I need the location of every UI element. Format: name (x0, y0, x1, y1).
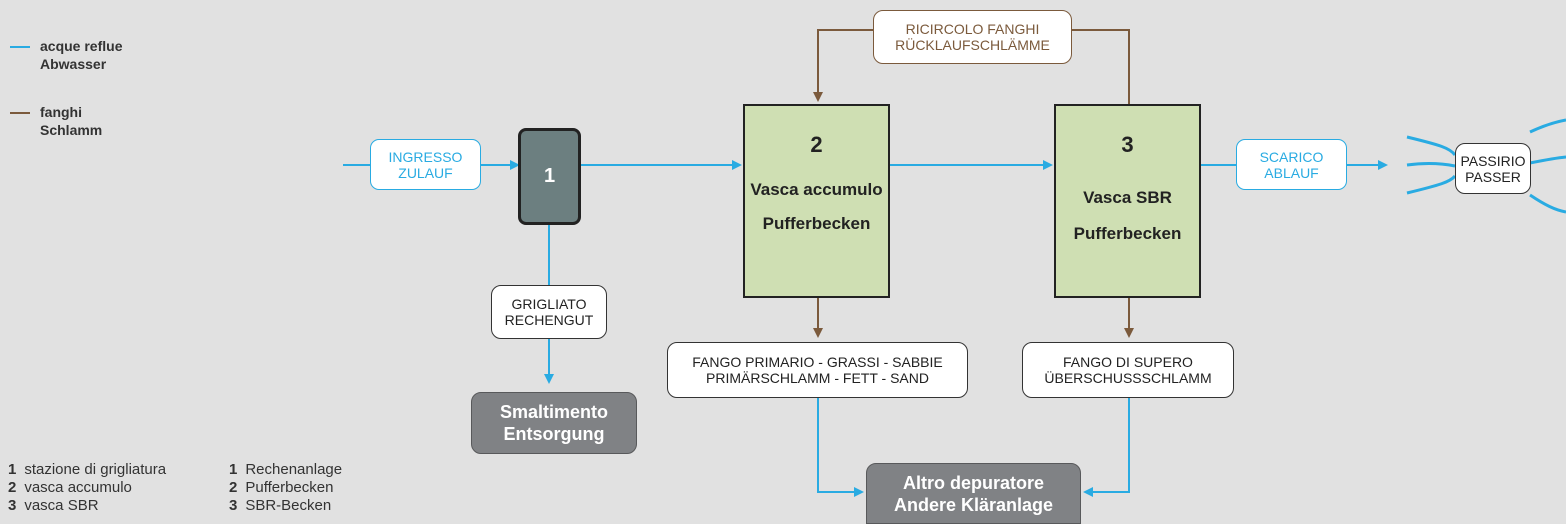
recirc-line-left (813, 29, 873, 102)
sbr-tank: 3 Vasca SBR Pufferbecken (1054, 104, 1201, 298)
river-waves-icon (1406, 118, 1566, 214)
legend-wastewater: acque reflue Abwasser (10, 37, 122, 73)
excess-sludge-to-plant-line (1083, 398, 1130, 497)
sludge-line-icon (10, 112, 30, 115)
wastewater-line-icon (10, 46, 30, 49)
buffer-tank: 2 Vasca accumulo Pufferbecken (743, 104, 890, 298)
primary-sludge-to-plant-line (817, 398, 864, 497)
legend-sludge: fanghi Schlamm (10, 103, 102, 139)
recirc-line-right (1072, 29, 1130, 104)
screening-station: 1 (518, 128, 581, 225)
